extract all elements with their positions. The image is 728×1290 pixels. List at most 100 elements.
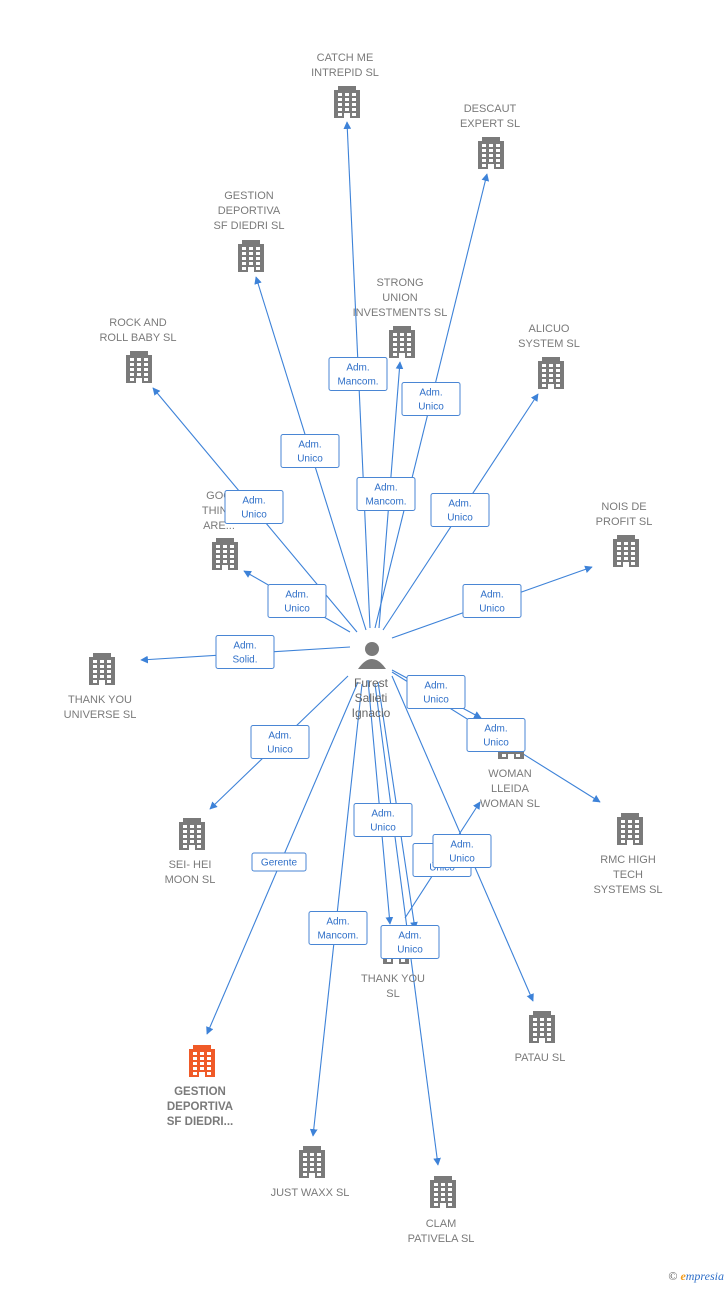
role-text: Solid. xyxy=(232,655,257,666)
role-text: Adm. xyxy=(424,681,447,692)
company-name: SF DIEDRI SL xyxy=(214,220,285,232)
company-name: SYSTEM SL xyxy=(518,338,580,350)
role-label[interactable]: Adm. Unico xyxy=(380,925,440,959)
role-text: Adm. xyxy=(298,440,321,451)
footer-brand: © empresia xyxy=(668,1269,724,1284)
person-name: Furest xyxy=(354,676,389,690)
role-label[interactable]: Adm. Unico xyxy=(401,382,461,416)
role-label[interactable]: Adm.Unico xyxy=(224,490,284,524)
company-name: SYSTEMS SL xyxy=(593,884,662,896)
company-node-rock_roll[interactable]: ROCK AND ROLL BABY SL xyxy=(99,317,177,383)
company-name: JUST WAXX SL xyxy=(271,1187,350,1199)
company-node-good_things[interactable]: GOOTHINGARE... xyxy=(202,490,238,570)
company-name: INVESTMENTS SL xyxy=(353,307,448,319)
role-label[interactable]: Adm.Unico xyxy=(267,584,327,618)
role-label[interactable]: Adm. Unico xyxy=(280,434,340,468)
role-label[interactable]: Adm.Unico xyxy=(430,493,490,527)
building-icon xyxy=(189,1045,215,1077)
role-text: Unico xyxy=(483,738,509,749)
company-name: PATIVELA SL xyxy=(408,1233,475,1245)
company-name: WOMAN SL xyxy=(480,798,540,810)
company-node-just_waxx[interactable]: JUST WAXX SL xyxy=(271,1146,350,1199)
building-icon xyxy=(299,1146,325,1178)
building-icon xyxy=(89,653,115,685)
company-node-rmc[interactable]: RMC HIGH TECH SYSTEMS SL xyxy=(593,813,663,896)
role-label[interactable]: Adm.Mancom. xyxy=(356,477,416,511)
company-name: CATCH ME xyxy=(317,52,374,64)
role-text: Unico xyxy=(397,945,423,956)
company-node-catch_me[interactable]: CATCH ME INTREPID SL xyxy=(311,52,379,118)
role-label[interactable]: Adm.Unico xyxy=(462,584,522,618)
company-name: SL xyxy=(386,988,399,1000)
company-name: TECH xyxy=(613,869,643,881)
role-text: Adm. xyxy=(242,496,265,507)
person-name: Ignacio xyxy=(352,706,391,720)
role-text: Adm. xyxy=(326,917,349,928)
role-text: Adm. xyxy=(346,363,369,374)
building-icon xyxy=(179,818,205,850)
role-label[interactable]: Adm.Mancom. xyxy=(308,911,368,945)
company-name: DEPORTIVA xyxy=(218,205,281,217)
company-name: UNION xyxy=(382,292,418,304)
role-text: Adm. xyxy=(450,840,473,851)
role-text: Unico xyxy=(479,604,505,615)
company-name: THANK YOU xyxy=(68,694,132,706)
role-text: Mancom. xyxy=(337,377,378,388)
role-label[interactable]: Adm. Mancom. xyxy=(328,357,388,391)
company-name: SF DIEDRI... xyxy=(167,1116,233,1128)
role-text: Adm. xyxy=(371,809,394,820)
role-label[interactable]: Adm.Unico xyxy=(432,834,492,868)
company-node-alicuo[interactable]: ALICUO SYSTEM SL xyxy=(518,323,580,389)
role-label[interactable]: Gerente xyxy=(251,852,307,872)
building-icon xyxy=(430,1176,456,1208)
company-node-patau[interactable]: PATAU SL xyxy=(515,1011,566,1064)
role-text: Unico xyxy=(447,513,473,524)
company-name: LLEIDA xyxy=(491,783,530,795)
role-text: Adm. xyxy=(233,641,256,652)
role-text: Adm. xyxy=(285,590,308,601)
building-icon xyxy=(238,240,264,272)
person-icon xyxy=(358,642,386,669)
building-icon xyxy=(617,813,643,845)
role-text: Adm. xyxy=(398,931,421,942)
roles-layer: Adm.Mancom.Adm.UnicoAdm.UnicoAdm.Mancom.… xyxy=(215,357,526,959)
building-icon xyxy=(389,326,415,358)
role-text: Unico xyxy=(297,454,323,465)
person-name: Salieti xyxy=(355,691,388,705)
role-label[interactable]: Adm.Unico xyxy=(466,718,526,752)
role-label[interactable]: Adm. Unico xyxy=(353,803,413,837)
edge-clam xyxy=(374,683,441,1166)
company-name: WOMAN xyxy=(488,768,531,780)
role-text: Unico xyxy=(370,823,396,834)
building-icon xyxy=(126,351,152,383)
building-icon xyxy=(613,535,639,567)
role-text: Adm. xyxy=(268,731,291,742)
building-icon xyxy=(538,357,564,389)
company-name: INTREPID SL xyxy=(311,67,379,79)
copyright-icon: © xyxy=(668,1269,678,1283)
company-name: RMC HIGH xyxy=(600,854,656,866)
company-name: ROCK AND xyxy=(109,317,167,329)
company-name: DESCAUT xyxy=(464,103,517,115)
role-text: Adm. xyxy=(419,388,442,399)
company-name: SEI- HEI xyxy=(169,859,212,871)
role-text: Unico xyxy=(418,402,444,413)
role-label[interactable]: Adm.Unico xyxy=(406,675,466,709)
edge-just_waxx xyxy=(309,683,363,1137)
company-name: ROLL BABY SL xyxy=(99,332,176,344)
role-label[interactable]: Adm. Unico xyxy=(250,725,310,759)
role-label[interactable]: Adm. Solid. xyxy=(215,635,275,669)
role-text: Unico xyxy=(267,745,293,756)
company-name: PROFIT SL xyxy=(596,516,653,528)
company-name: ALICUO xyxy=(529,323,570,335)
